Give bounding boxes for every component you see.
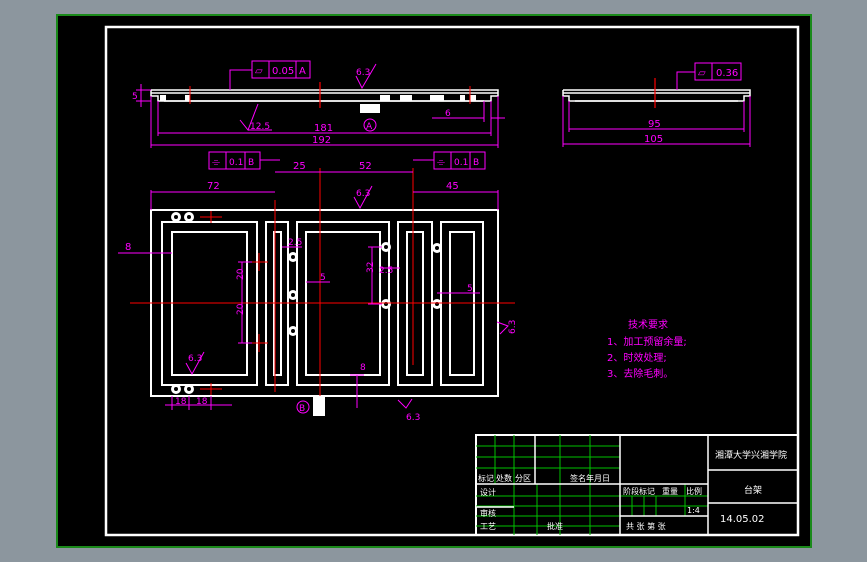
drawing-viewport[interactable] [56,14,812,548]
dim-18: 18 [175,397,187,407]
dim-25: 25 [293,161,306,172]
tb-part-name: 台架 [744,484,762,496]
tb-scale-value: 1:4 [687,506,700,515]
tol-symbol: ⏥ [255,66,263,77]
tb-sign-date: 签名年月日 [570,473,610,483]
tb-label-count: 处数 [496,473,512,483]
tol-symbol: ⌯ [212,157,220,168]
tb-stage-mark: 阶段标记 [623,486,655,496]
tb-sheets: 共 张 第 张 [626,521,666,531]
tb-label-zone: 分区 [515,474,531,483]
dim-45: 45 [446,181,459,192]
dim-step: 6 [445,109,451,119]
note-item: 3、去除毛刺。 [607,367,673,380]
tol-symbol: ⏥ [698,68,706,79]
technical-notes: 技术要求 1、加工预留余量; 2、时效处理; 3、去除毛刺。 [607,318,687,380]
drawing-border [104,25,800,537]
dim-20: 20 [236,303,246,315]
dim-181: 181 [314,123,333,134]
tol-symbol: ⌯ [437,157,445,168]
datum-a: A [366,122,373,132]
notes-title: 技术要求 [628,318,668,331]
tol-value: 0.1 [229,158,243,168]
roughness-label: 6.3 [508,320,518,334]
tb-weight: 重量 [662,486,678,496]
dim-20: 20 [236,268,246,280]
top-view: ⏥ 0.05 A 6.3 12.5 5 [132,60,505,148]
tol-datum: B [248,158,254,168]
dim-5: 5 [467,284,473,294]
dim-32: 32 [366,262,376,273]
tb-scale: 比例 [686,486,702,496]
datum-b: B [299,404,305,414]
roughness-label: 6.3 [188,354,202,364]
dim-8: 8 [360,363,366,373]
tol-datum: A [299,66,306,77]
dim-2-5: 2.5 [288,238,302,248]
dim-95: 95 [648,119,661,130]
dim-52: 52 [359,161,372,172]
dim-5: 5 [320,273,326,283]
tol-value: 0.36 [716,68,738,79]
tb-approve: 批准 [547,521,563,531]
tb-design: 设计 [480,487,496,497]
title-block: 标记 处数 分区 签名年月日 设计 审核 工艺 批准 阶段标记 重量 比例 1:… [475,434,799,536]
roughness-label: 6.3 [356,189,370,199]
dim-height: 5 [132,92,138,102]
side-view: ⏥ 0.36 95 105 [562,62,751,147]
tb-process: 工艺 [480,522,496,531]
tol-value: 0.05 [272,66,294,77]
front-view: ⌯ 0.1 B ⌯ 0.1 B 72 25 52 45 6.3 6.3 6.3 … [118,151,518,423]
tb-review: 审核 [480,508,496,518]
dim-8: 8 [125,242,131,253]
dim-105: 105 [644,134,663,145]
roughness-label: 6.3 [406,413,420,423]
dim-72: 72 [207,181,220,192]
tol-value: 0.1 [454,158,468,168]
tb-school: 湘潭大学兴湘学院 [715,449,787,461]
tol-datum: B [473,158,479,168]
dim-192: 192 [312,135,331,146]
tb-label-mark: 标记 [478,473,494,483]
dim-2-5: 2.5 [379,266,393,276]
tb-drawing-no: 14.05.02 [720,514,765,525]
note-item: 1、加工预留余量; [607,335,687,348]
note-item: 2、时效处理; [607,351,667,364]
dim-18: 18 [196,397,208,407]
roughness-label: 12.5 [250,122,270,132]
roughness-label: 6.3 [356,68,370,78]
